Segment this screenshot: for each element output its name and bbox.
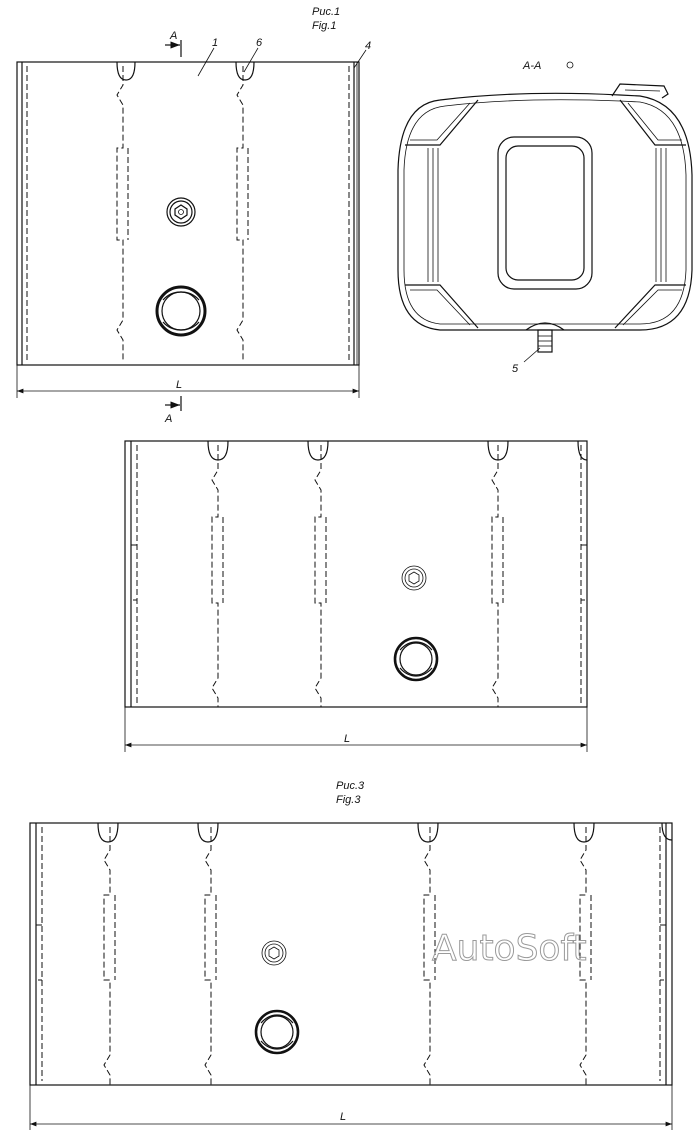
fig1-dimension-l: L — [16, 365, 360, 398]
section-tank-profile — [397, 92, 693, 331]
svg-text:L: L — [344, 733, 350, 745]
fig3-dimension-l: L — [29, 1085, 673, 1130]
section-callout-5: 5 — [512, 363, 519, 375]
watermark: AutoSoft — [432, 928, 587, 969]
fig2-tank-body — [124, 440, 588, 708]
fig3-filler-neck — [254, 1009, 300, 1055]
figure-2: L — [124, 440, 588, 752]
section-drain-boss — [525, 322, 565, 331]
fig2-dimension-l: L — [124, 707, 588, 752]
fig3-caption-ru: Рис.3 — [336, 780, 365, 792]
fig1-caption-en: Fig.1 — [312, 20, 336, 32]
fig2-filler-neck — [393, 636, 439, 682]
figure-1: Рис.1 Fig.1 — [16, 6, 371, 425]
fig1-baffle-notch-2 — [235, 61, 255, 81]
fig3-caption-en: Fig.3 — [336, 794, 361, 806]
fig1-filler-neck — [155, 285, 207, 337]
fig1-callout-1: 1 — [212, 37, 218, 49]
fig3-sender-flange — [261, 940, 287, 966]
svg-text:L: L — [340, 1111, 346, 1123]
fig1-callout-6: 6 — [256, 37, 263, 49]
section-view-a-a: A-A 5 — [397, 60, 693, 375]
fig1-section-mark-top: A — [165, 30, 182, 57]
section-filler-cap — [611, 83, 669, 99]
fig1-baffle-notch-1 — [116, 61, 136, 81]
svg-text:A: A — [169, 30, 177, 42]
fig2-sender-flange — [401, 565, 427, 591]
fig1-tank-body — [16, 61, 360, 366]
fig1-sender-flange — [166, 197, 196, 227]
fig1-caption-ru: Рис.1 — [312, 6, 340, 18]
fig1-section-mark-bottom: A — [164, 396, 182, 425]
section-title: A-A — [522, 60, 541, 72]
svg-text:L: L — [176, 379, 182, 391]
figure-3: Рис.3 Fig.3 — [29, 780, 673, 1130]
section-center-recess — [497, 136, 593, 290]
svg-text:A: A — [164, 413, 172, 425]
fig3-tank-body — [29, 822, 673, 1086]
fig1-callout-4: 4 — [365, 40, 371, 52]
